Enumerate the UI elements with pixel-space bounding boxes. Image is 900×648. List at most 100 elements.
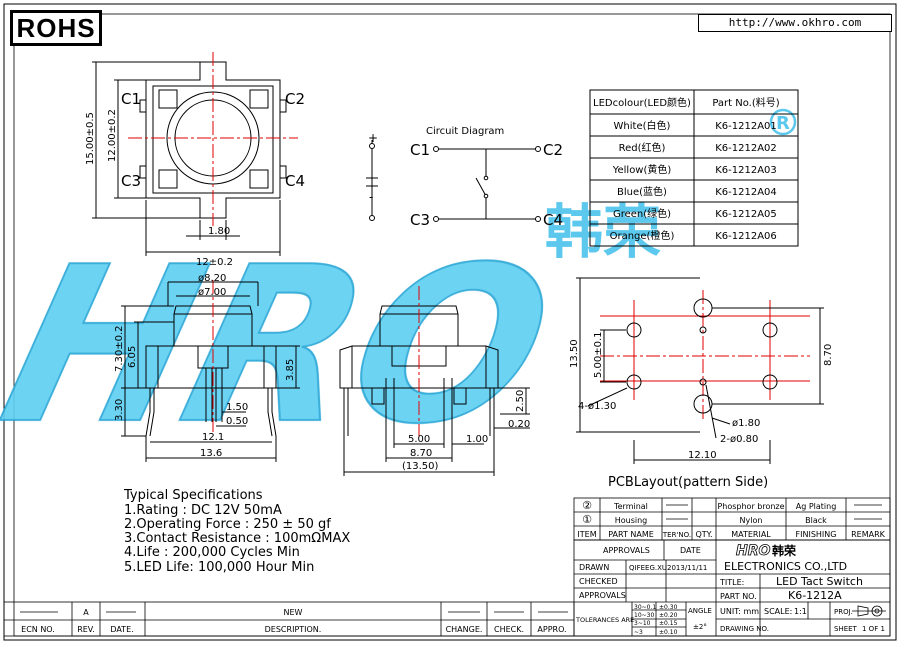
tb-tol-range: ~3 (634, 629, 643, 636)
tb-approvals: APPROVALS (603, 546, 650, 555)
bom-finish: Black (805, 516, 827, 525)
dim-front-leg: 3.30 (114, 399, 125, 421)
tb-checked: CHECKED (579, 577, 618, 586)
bom-header-qty: QTY. (696, 530, 713, 539)
bom-header-name: PART NAME (608, 530, 654, 539)
dim-front-w1: 12.1 (202, 432, 224, 443)
rohs-badge: ROHS (10, 10, 102, 46)
label-c4: C4 (285, 172, 305, 190)
dim-front-h3: 3.85 (285, 359, 296, 381)
led-table-header-part: Part No.(料号) (712, 96, 779, 109)
tb-drawn-by: QIFEEG.XU (629, 564, 667, 572)
dim-pcb-h-inner: 5.00±0.1 (593, 331, 604, 378)
bom-name: Terminal (613, 502, 648, 511)
company-logo: HRO (736, 543, 770, 559)
dim-top-width: 12±0.2 (196, 257, 233, 268)
tb-drawn: DRAWN (579, 563, 609, 572)
led-plus: + (368, 131, 378, 145)
tb-angle: ANGLE (688, 607, 712, 615)
dim-pcb-right: 8.70 (823, 344, 834, 366)
website-url[interactable]: http://www.okhro.com (698, 14, 892, 32)
tb-tol-value: ±0.30 (659, 604, 678, 611)
spec-line: 5.LED Life: 100,000 Hour Min (124, 560, 314, 575)
dim-top-height-inner: 12.00±0.2 (107, 109, 118, 162)
dim-pcb-h-outer: 13.50 (569, 339, 580, 368)
rev-value: A (83, 608, 89, 617)
tb-drawing-no: DRAWING NO. (720, 625, 769, 633)
top-view (92, 52, 298, 256)
tb-approvals-2: APPROVALS (579, 591, 626, 600)
dim-side-b: 0.20 (508, 419, 530, 430)
circuit-diagram (433, 146, 541, 222)
led-table-header-colour: LEDcolour(LED颜色) (593, 96, 691, 109)
tb-sheet-label: SHEET (834, 625, 858, 633)
corner-pad-c2 (249, 89, 269, 109)
pcb-layout (576, 277, 824, 464)
rev-header-change: CHANGE. (446, 625, 483, 634)
tb-part-label: PART NO. (720, 592, 757, 601)
corner-pad-c4 (249, 169, 269, 189)
pcb-caption: PCBLayout(pattern Side) (608, 475, 768, 490)
tb-tolerances: TOLERANCES ARE (575, 616, 634, 624)
outer-frame (3, 3, 897, 641)
tb-tol-range: 3~10 (634, 620, 651, 627)
circuit-c4: C4 (543, 211, 563, 229)
dim-top-height-outer: 15.00±0.5 (85, 112, 96, 165)
tb-part-no: K6-1212A (788, 589, 842, 602)
bom-header-material: MATERIAL (731, 530, 771, 539)
led-row-part: K6-1212A05 (715, 209, 777, 220)
rev-header-appro: APPRO. (537, 625, 566, 634)
tb-date: DATE (680, 546, 701, 555)
rev-header-date: DATE. (110, 625, 133, 634)
bom-item-2: ② (582, 499, 592, 512)
tb-proj: PROJ. (834, 608, 853, 616)
label-c3: C3 (121, 172, 141, 190)
spec-line: 4.Life : 200,000 Cycles Min (124, 545, 300, 560)
rev-header-description: DESCRIPTION. (265, 625, 322, 634)
bom-material: Phosphor bronze (717, 502, 784, 511)
label-c2: C2 (285, 90, 305, 108)
led-row-part: K6-1212A02 (715, 143, 777, 154)
tb-tol-range: 30~0.1 (634, 604, 656, 611)
led-row-part: K6-1212A04 (715, 187, 777, 198)
tb-scale: 1:1 (794, 607, 807, 616)
led-symbol (366, 140, 378, 221)
dim-front-w2: 13.6 (200, 448, 222, 459)
watermark-chinese: 韩荣 (545, 198, 661, 266)
spec-line: 2.Operating Force : 250 ± 50 gf (124, 517, 331, 532)
spec-line: 1.Rating : DC 12V 50mA (124, 503, 282, 518)
circuit-c2: C2 (543, 141, 563, 159)
led-row-colour: Green(绿色) (613, 207, 671, 220)
dim-pcb-width: 12.10 (688, 450, 717, 461)
circuit-c3: C3 (410, 211, 430, 229)
projection-symbol-icon (852, 605, 886, 617)
tb-tol-value: ±0.20 (659, 612, 678, 619)
circuit-c1: C1 (410, 141, 430, 159)
dim-pcb-holes-left: 4-ø1.30 (578, 401, 616, 412)
dim-front-top1: ø8.20 (198, 273, 226, 284)
registered-mark-circle (769, 108, 797, 136)
bom-header-remark: REMARK (851, 530, 886, 539)
spec-line: 3.Contact Resistance : 100mΩMAX (124, 531, 350, 546)
company-logo-cn: 韩荣 (772, 543, 797, 558)
top-view-labels: C1 C2 C3 C4 (121, 90, 305, 190)
tb-tol-range: 10~30 (634, 612, 654, 619)
dim-top-pin: 1.80 (208, 226, 230, 237)
led-row-part: K6-1212A03 (715, 165, 777, 176)
label-c1: C1 (121, 90, 141, 108)
tb-title-label: TITLE: (719, 578, 744, 587)
dim-side-f: (13.50) (402, 461, 439, 472)
led-row-part: K6-1212A06 (715, 231, 777, 242)
circuit-title: Circuit Diagram (426, 126, 504, 137)
dim-front-h2: 6.05 (127, 346, 138, 368)
led-row-colour: Orange(橙色) (610, 229, 675, 242)
tb-sheet: 1 OF 1 (862, 625, 885, 633)
dim-side-a: 2.50 (515, 390, 526, 412)
bom-name: Housing (615, 516, 648, 525)
dim-front-h1: 7.30±0.2 (114, 325, 125, 372)
bom-item-1: ① (582, 513, 592, 526)
dim-front-s2: 0.50 (226, 416, 248, 427)
tb-scale-label: SCALE: (764, 607, 792, 616)
